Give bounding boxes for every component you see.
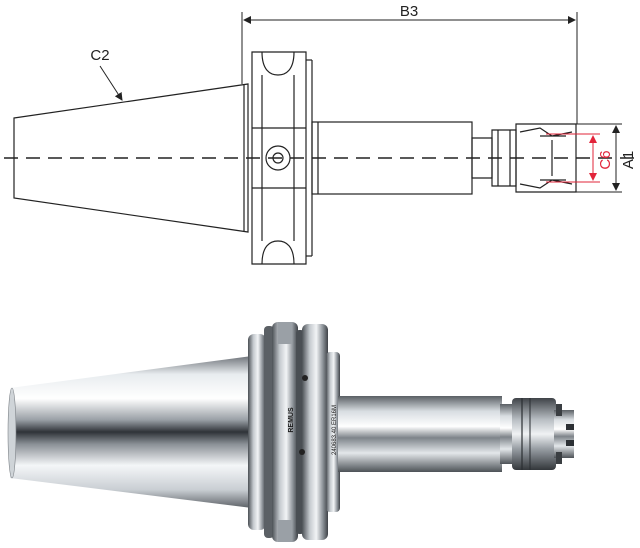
dimension-c6: C6 [546,133,614,183]
flange-bore-outer [265,145,291,171]
photo-collet-nut [512,398,556,470]
taper-outline [13,83,249,233]
label-b3: B3 [400,3,418,20]
flange-bore-inner [272,152,284,164]
label-c6: C6 [597,150,614,169]
photo-taper [10,356,252,508]
dimension-b3: B3 [241,3,578,124]
dimension-c2: C2 [90,47,123,101]
label-a1: A1 [620,151,637,169]
label-c2: C2 [90,47,109,64]
technical-drawing [4,51,636,265]
photo-flange-front [302,324,328,540]
photo-shank [338,396,502,472]
photo-flange-back [248,334,266,530]
product-photo: REMUS 240683.40 ER16M [7,322,574,542]
photo-collet [554,410,574,458]
photo-part-engraving: 240683.40 ER16M [332,405,338,455]
photo-brand-engraving: REMUS [288,407,295,433]
dimension-a1: A1 [576,123,637,193]
